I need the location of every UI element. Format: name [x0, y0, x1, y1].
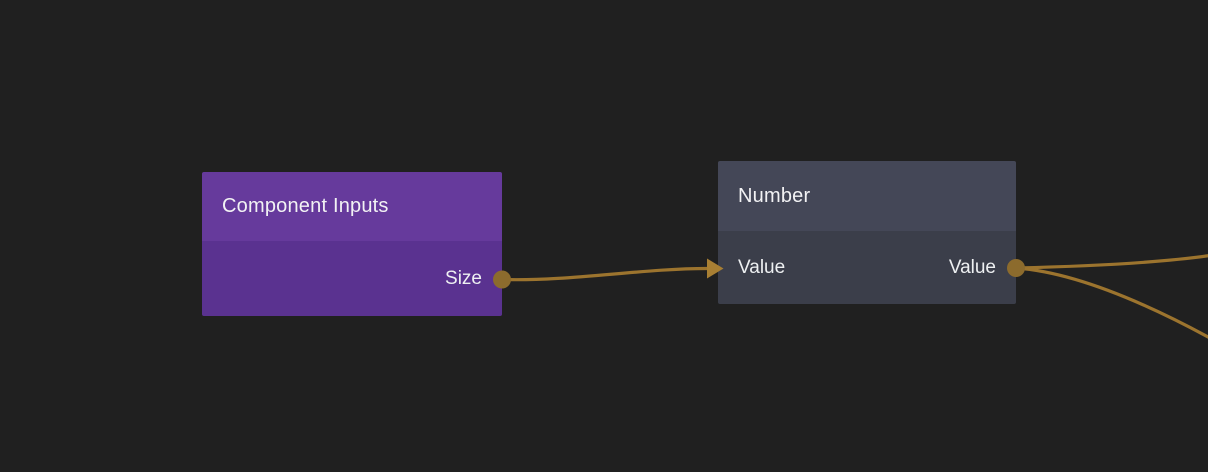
node-number-title: Number: [738, 184, 811, 207]
node-component-inputs-body: Size: [202, 241, 502, 316]
port-label-value-output: Value: [948, 256, 996, 278]
wire-size-to-value[interactable]: [501, 266, 708, 282]
wire-value-out-upper[interactable]: [1015, 254, 1208, 270]
node-component-inputs-header[interactable]: Component Inputs: [202, 172, 502, 241]
node-component-inputs[interactable]: Component Inputs Size: [202, 172, 502, 316]
port-label-size-output: Size: [445, 267, 482, 289]
wire-value-out-lower[interactable]: [1015, 266, 1208, 339]
node-number-header[interactable]: Number: [718, 161, 1016, 231]
node-number-body: Value Value: [718, 231, 1016, 304]
node-number[interactable]: Number Value Value: [718, 161, 1016, 304]
node-component-inputs-title: Component Inputs: [222, 195, 389, 217]
port-label-value-input: Value: [738, 256, 786, 278]
